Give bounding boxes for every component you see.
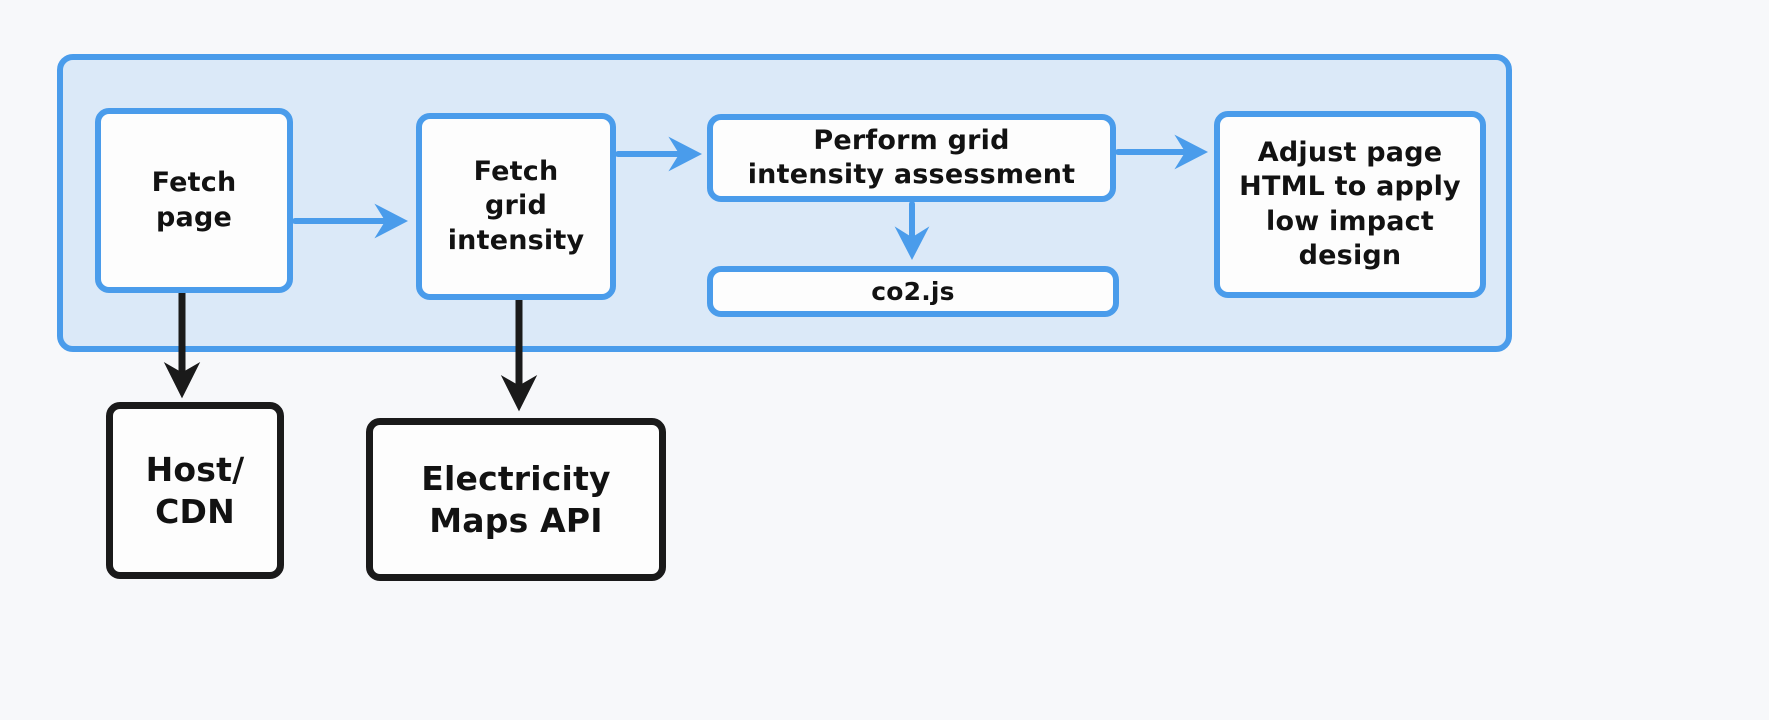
node-adjust-page-html-label: Adjust page HTML to apply low impact des… — [1239, 137, 1461, 271]
node-fetch-grid-intensity[interactable]: Fetch grid intensity — [416, 113, 616, 300]
node-electricity-maps-api-label: Electricity Maps API — [421, 458, 611, 540]
node-adjust-page-html[interactable]: Adjust page HTML to apply low impact des… — [1214, 111, 1486, 298]
node-host-cdn-label: Host/ CDN — [145, 449, 245, 531]
node-fetch-page[interactable]: Fetch page — [95, 108, 293, 293]
node-electricity-maps-api[interactable]: Electricity Maps API — [366, 418, 666, 581]
node-co2js-label: co2.js — [871, 276, 955, 306]
node-perform-grid-intensity-assessment-label: Perform grid intensity assessment — [747, 124, 1076, 190]
node-co2js[interactable]: co2.js — [707, 266, 1119, 317]
node-perform-grid-intensity-assessment[interactable]: Perform grid intensity assessment — [707, 114, 1116, 202]
node-fetch-page-label: Fetch page — [151, 167, 237, 233]
node-host-cdn[interactable]: Host/ CDN — [106, 402, 284, 579]
node-fetch-grid-intensity-label: Fetch grid intensity — [447, 156, 585, 256]
